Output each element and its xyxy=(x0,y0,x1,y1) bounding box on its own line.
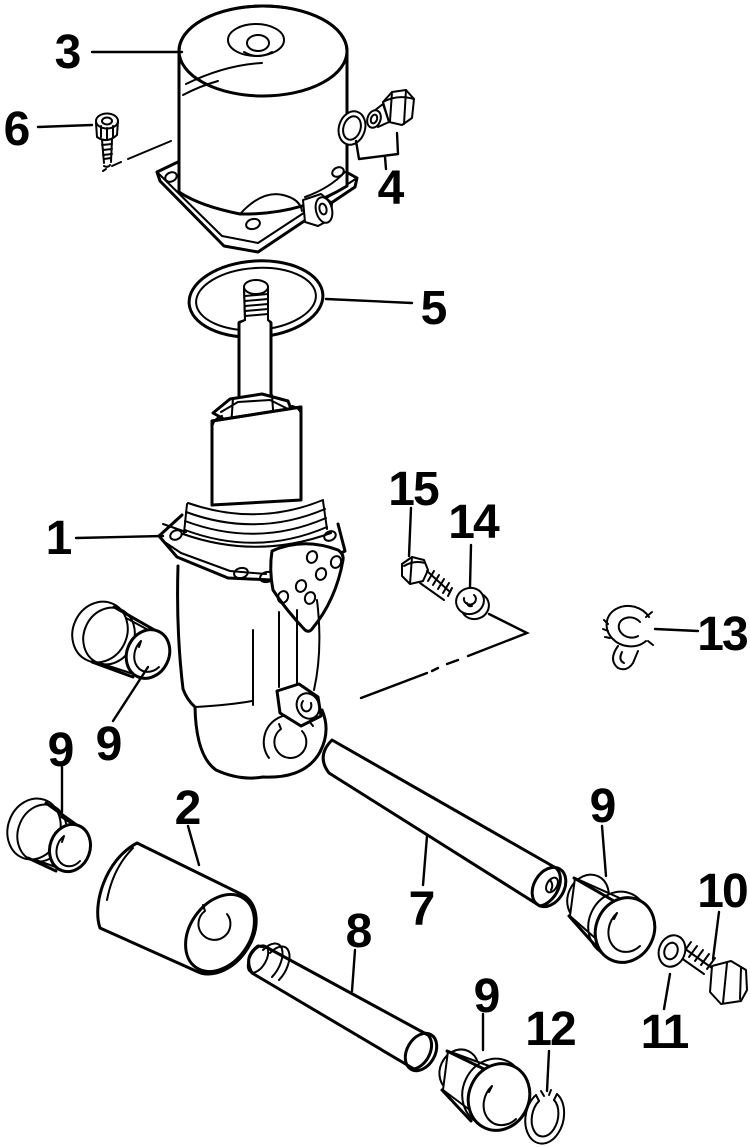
clip-part-drawing xyxy=(602,604,654,671)
screw-part-drawing xyxy=(95,112,172,172)
callout-label-9-b: 9 xyxy=(48,724,73,777)
callout-label-14: 14 xyxy=(448,496,500,549)
nut-14-part-drawing xyxy=(455,586,490,621)
bushing-part-drawing xyxy=(71,600,172,680)
callout-label-10: 10 xyxy=(697,865,747,918)
callout-label-3: 3 xyxy=(55,26,80,79)
callout-label-4: 4 xyxy=(378,162,405,215)
cylinder-pin-part-drawing xyxy=(96,841,258,976)
bolt-10-part-drawing xyxy=(676,941,748,1005)
callout-label-9-a: 9 xyxy=(96,718,121,771)
bracket-leader xyxy=(354,131,400,171)
callout-label-15: 15 xyxy=(388,463,439,516)
callout-label-1: 1 xyxy=(46,512,72,565)
callout-label-6: 6 xyxy=(4,103,29,156)
callout-label-13: 13 xyxy=(697,608,747,661)
snap-ring-part-drawing xyxy=(524,1089,566,1145)
callout-label-12: 12 xyxy=(525,1003,575,1056)
pin-part-drawing xyxy=(246,942,439,1073)
fitting-part-drawing xyxy=(337,89,415,171)
bushing-part-drawing xyxy=(438,1048,532,1132)
callout-label-8: 8 xyxy=(346,905,372,958)
callout-labels: 3 6 4 5 1 15 14 13 9 9 2 7 8 9 10 11 9 1… xyxy=(4,26,749,1059)
callout-label-5: 5 xyxy=(421,282,447,335)
callout-label-7: 7 xyxy=(409,883,434,936)
assembly-axis-line xyxy=(359,612,530,700)
callout-label-2: 2 xyxy=(175,782,200,835)
shaft-pin-part-drawing xyxy=(321,738,568,909)
callout-label-11: 11 xyxy=(641,1006,689,1059)
callout-label-9-d: 9 xyxy=(474,970,499,1023)
motor-part-drawing xyxy=(155,4,359,254)
cylinder-unit-part-drawing xyxy=(157,279,347,780)
callout-leader-lines xyxy=(36,50,721,1093)
washer-part-drawing xyxy=(657,934,687,968)
callout-label-9-c: 9 xyxy=(590,780,615,833)
bolt-15-part-drawing xyxy=(401,556,453,601)
assembly-axis-line xyxy=(102,140,172,172)
bushing-part-drawing xyxy=(6,797,93,874)
bushing-part-drawing xyxy=(566,873,657,964)
